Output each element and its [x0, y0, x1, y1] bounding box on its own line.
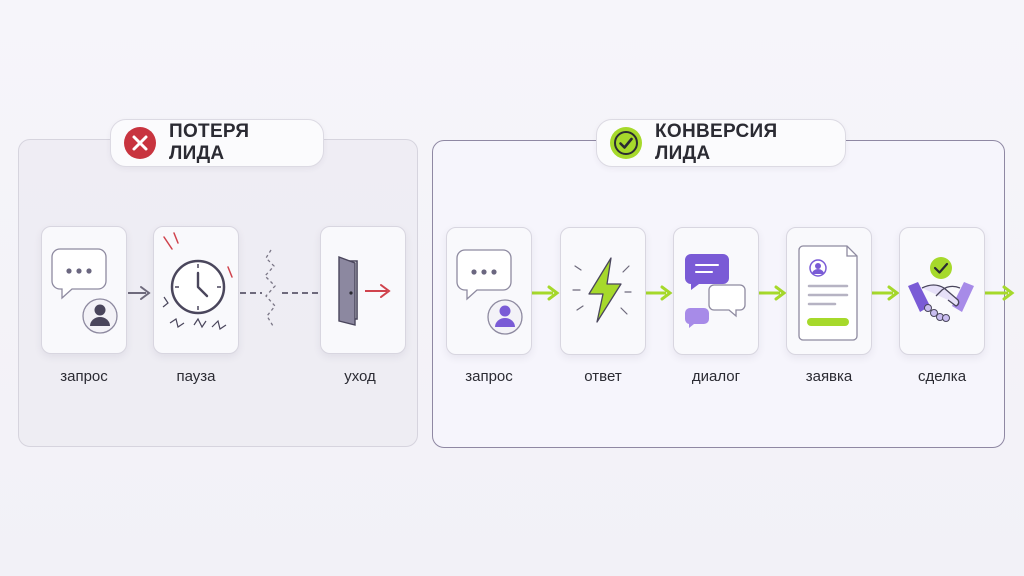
conv-step-application-card: [786, 227, 872, 355]
dialog-bubbles-icon: [684, 254, 746, 328]
conversion-header: КОНВЕРСИЯ ЛИДА: [596, 119, 846, 167]
check-circle-icon: [610, 127, 642, 159]
conv-step-response-card: [560, 227, 646, 355]
cross-circle-icon: [124, 127, 156, 159]
chat-user-icon: [456, 249, 523, 335]
loss-step-request-label: запрос: [60, 368, 108, 385]
conv-step-request-label: запрос: [465, 368, 513, 385]
loss-title: ПОТЕРЯ ЛИДА: [169, 121, 250, 164]
loss-step-pause-label: пауза: [176, 368, 216, 385]
conv-step-application-label: заявка: [805, 368, 853, 385]
conv-step-dialog-card: [673, 227, 759, 355]
conversion-title: КОНВЕРСИЯ ЛИДА: [655, 121, 778, 164]
lightning-icon: [572, 257, 632, 323]
clock-icon: [162, 232, 233, 330]
conv-step-request-card: [446, 227, 532, 355]
handshake-icon: [908, 257, 974, 322]
loss-header: ПОТЕРЯ ЛИДА: [110, 119, 324, 167]
chat-user-icon: [51, 248, 118, 334]
conv-step-deal-card: [899, 227, 985, 355]
loss-step-request-card: [41, 226, 127, 354]
loss-step-pause-card: [153, 226, 239, 354]
conv-step-response-label: ответ: [584, 368, 622, 385]
loss-step-exit-label: уход: [344, 368, 376, 385]
door-exit-icon: [338, 255, 391, 326]
conv-step-dialog-label: диалог: [691, 368, 741, 385]
loss-step-exit-card: [320, 226, 406, 354]
application-form-icon: [798, 245, 858, 341]
conv-step-deal-label: сделка: [917, 368, 967, 385]
